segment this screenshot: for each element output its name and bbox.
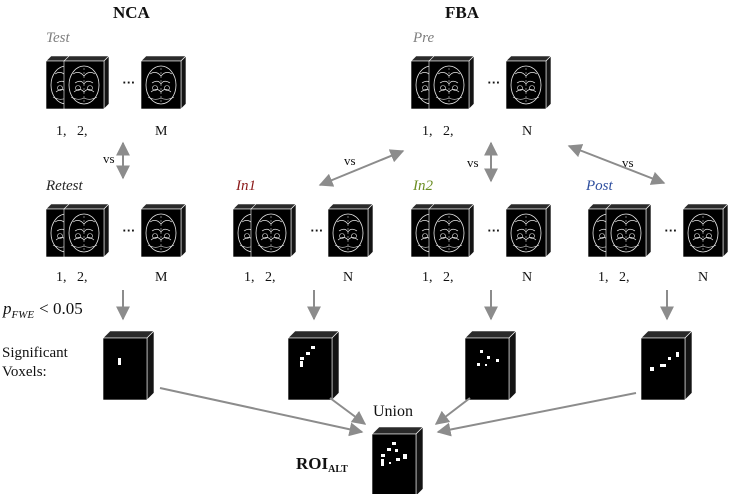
significant-voxel	[392, 442, 396, 445]
index-label-test: 1, 2,	[56, 124, 88, 139]
roi-label: ROIALT	[296, 454, 348, 475]
brain-volume-n	[140, 203, 187, 258]
significant-voxel	[496, 359, 499, 362]
voxel-cube	[102, 330, 155, 401]
arrow-union-in2	[434, 397, 471, 425]
ellipsis-retest: ···	[123, 223, 136, 238]
roi-label-subscript: ALT	[328, 464, 348, 475]
significant-voxel	[306, 352, 310, 355]
arrow-union-nca	[159, 387, 364, 437]
significant-voxel	[381, 459, 384, 466]
significant-voxel	[387, 448, 391, 451]
roi-voxel-map	[371, 426, 424, 494]
image-stack-post	[587, 203, 729, 258]
brain-volume-n	[140, 55, 187, 110]
threshold-label: pFWE < 0.05	[2, 299, 83, 321]
significant-voxel	[300, 361, 303, 367]
significant-voxel	[660, 364, 666, 367]
index-label-pre: 1, 2,	[422, 124, 454, 139]
index-label-in2: 1, 2,	[422, 270, 454, 285]
threshold-p: p	[2, 299, 12, 318]
voxel-cube	[287, 330, 340, 401]
arrow-pre-in1	[318, 149, 405, 187]
ellipsis-pre: ···	[488, 75, 501, 90]
count-label-in2: N	[522, 270, 532, 285]
significant-voxel	[396, 458, 400, 461]
session-label-post: Post	[585, 178, 614, 194]
index-label-retest: 1, 2,	[56, 270, 88, 285]
vs-label-pre-in1: vs	[344, 153, 356, 168]
ellipsis-in2: ···	[488, 223, 501, 238]
count-label-test: M	[155, 124, 168, 139]
significant-voxel	[389, 462, 391, 464]
voxel-cube	[640, 330, 693, 401]
brain-volume-n	[505, 55, 552, 110]
brain-volume-2	[63, 55, 110, 110]
index-label-in1: 1, 2,	[244, 270, 276, 285]
image-stack-in2	[410, 203, 552, 258]
image-stack-test	[45, 55, 187, 110]
significant-voxel	[300, 357, 304, 360]
brain-volume-2	[428, 55, 475, 110]
voxel-map-post	[640, 330, 693, 401]
arrow-union-in1	[329, 397, 367, 425]
session-label-in2: In2	[412, 178, 433, 194]
session-label-test: Test	[46, 30, 70, 46]
significant-voxel	[118, 358, 121, 365]
significant-voxel	[676, 352, 679, 357]
image-stack-retest	[45, 203, 187, 258]
count-label-post: N	[698, 270, 708, 285]
brain-volume-n	[505, 203, 552, 258]
significant-voxel	[485, 364, 487, 366]
significant-voxel	[395, 449, 398, 452]
significant-voxel	[381, 454, 385, 457]
brain-volume-n	[327, 203, 374, 258]
significant-label-line2: Voxels:	[2, 364, 47, 380]
voxel-map-nca	[102, 330, 155, 401]
session-label-in1: In1	[235, 178, 256, 194]
brain-volume-2	[63, 203, 110, 258]
fba-heading: FBA	[445, 3, 480, 22]
vs-label-pre-post: vs	[622, 155, 634, 170]
count-label-pre: N	[522, 124, 532, 139]
vs-label-pre-in2: vs	[467, 155, 479, 170]
roi-label-main: ROI	[296, 454, 329, 473]
significant-label-line1: Significant	[2, 345, 69, 361]
significant-voxel	[487, 356, 490, 359]
significant-voxel	[403, 454, 407, 459]
session-label-pre: Pre	[412, 30, 434, 46]
brain-volume-n	[682, 203, 729, 258]
significant-voxel	[477, 363, 480, 366]
voxel-map-in2	[464, 330, 517, 401]
significant-voxel	[668, 357, 671, 360]
significant-voxel	[480, 350, 483, 353]
image-stack-in1	[232, 203, 374, 258]
significant-voxel	[650, 367, 654, 371]
nca-heading: NCA	[113, 3, 151, 22]
ellipsis-test: ···	[123, 75, 136, 90]
union-label: Union	[373, 403, 413, 420]
index-label-post: 1, 2,	[598, 270, 630, 285]
ellipsis-post: ···	[665, 223, 678, 238]
significant-voxel	[311, 346, 315, 349]
brain-volume-2	[250, 203, 297, 258]
brain-volume-2	[605, 203, 652, 258]
voxel-map-in1	[287, 330, 340, 401]
arrow-union-post	[436, 392, 637, 437]
arrow-pre-post	[567, 144, 666, 185]
ellipsis-in1: ···	[311, 223, 324, 238]
count-label-in1: N	[343, 270, 353, 285]
image-stack-pre	[410, 55, 552, 110]
voxel-cube	[371, 426, 424, 494]
brain-volume-2	[428, 203, 475, 258]
threshold-subscript: FWE	[11, 309, 35, 321]
session-label-retest: Retest	[45, 178, 83, 194]
voxel-cube	[464, 330, 517, 401]
vs-label-test-retest: vs	[103, 151, 115, 166]
threshold-relation: < 0.05	[39, 299, 83, 318]
count-label-retest: M	[155, 270, 168, 285]
